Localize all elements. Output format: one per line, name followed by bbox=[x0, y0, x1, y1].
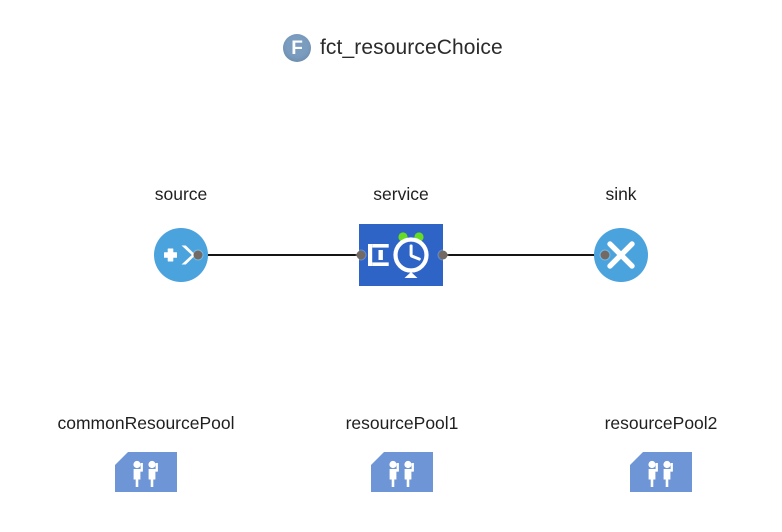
flow-node-service[interactable] bbox=[359, 224, 443, 286]
source-out-port[interactable] bbox=[193, 250, 203, 260]
service-in-port[interactable] bbox=[356, 250, 366, 260]
resource-pool-people-icon[interactable] bbox=[630, 452, 692, 492]
pool-label-resourcePool1: resourcePool1 bbox=[345, 413, 459, 433]
sink-node-shape[interactable] bbox=[594, 228, 648, 282]
flow-node-sink[interactable] bbox=[594, 228, 648, 282]
resource-pool-people-icon[interactable] bbox=[371, 452, 433, 492]
resource-pool-people-icon bbox=[115, 452, 177, 492]
pool-label-commonResourcePool: commonResourcePool bbox=[57, 413, 235, 433]
function-badge-icon: F bbox=[283, 34, 311, 62]
resource-pool-people-icon[interactable] bbox=[115, 452, 177, 492]
resource-pool-people-icon bbox=[371, 452, 433, 492]
source-arrow-icon bbox=[164, 245, 196, 265]
link-service-to-sink bbox=[443, 254, 606, 256]
diagram-title: F fct_resourceChoice bbox=[283, 34, 503, 62]
node-label-service: service bbox=[373, 184, 429, 204]
pool-label-resourcePool2: resourcePool2 bbox=[604, 413, 718, 433]
node-label-source: source bbox=[154, 184, 208, 204]
sink-x-icon bbox=[607, 241, 635, 269]
resource-pool-people-icon bbox=[630, 452, 692, 492]
sink-in-port[interactable] bbox=[600, 250, 610, 260]
service-out-port[interactable] bbox=[438, 250, 448, 260]
service-node-shape[interactable] bbox=[359, 224, 443, 286]
node-label-sink: sink bbox=[605, 184, 637, 204]
link-source-to-service bbox=[198, 254, 361, 256]
page-title: fct_resourceChoice bbox=[320, 36, 503, 59]
service-clock-icon bbox=[368, 232, 429, 278]
